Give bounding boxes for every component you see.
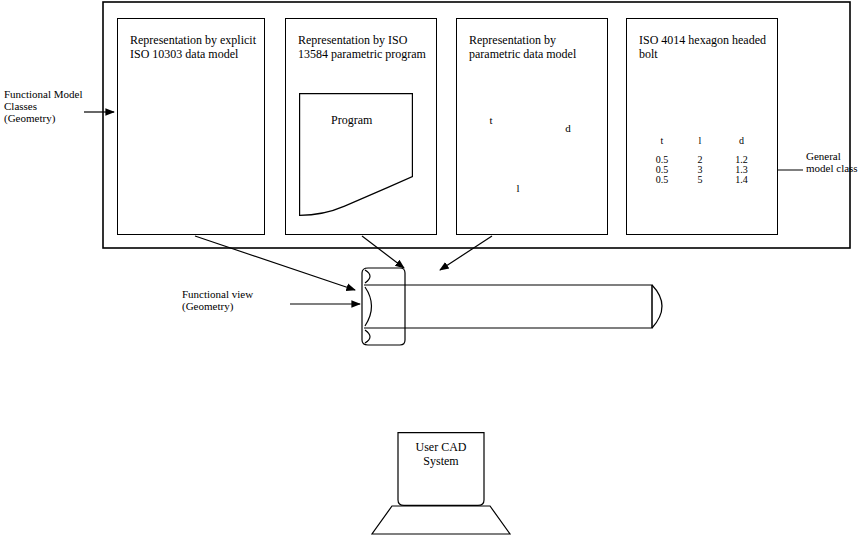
model-class-box: Representation by explicit ISO 10303 dat… [117,18,265,235]
table-cell: t [646,136,678,146]
node-text: Representation by ISO 13584 parametric p… [298,33,428,62]
dimension-label: t [487,114,495,126]
dimension-label: d [562,122,574,134]
table-cell: 3 [682,165,718,175]
table-cell: 1.3 [722,165,761,175]
table-cell: 0.5 [646,155,678,165]
annotation-label: Functional Model Classes (Geometry) [4,88,86,124]
laptop-screen: User CAD System [395,432,487,506]
hexagon-bolt [362,268,662,345]
annotation-label: Functional view (Geometry) [182,288,292,312]
table-cell: d [722,136,761,146]
outer-frame [103,2,850,248]
node-text: User CAD System [399,440,483,469]
table-cell: 2 [682,155,718,165]
model-class-box: ISO 4014 hexagon headed bolt [626,18,778,235]
table-cell: 0.5 [646,165,678,175]
dimension-label: l [512,182,524,194]
table-cell: 1.2 [722,155,761,165]
laptop-keyboard [372,506,510,534]
node-text: Representation by explicit ISO 10303 dat… [130,33,256,62]
pointer-arrow [290,303,360,304]
pointer-arrow [440,236,492,270]
model-class-box: Representation by parametric data model [456,18,608,235]
table-cell: 5 [682,175,718,185]
node-text: ISO 4014 hexagon headed bolt [639,33,769,62]
pointer-arrow [362,236,404,268]
pointer-arrow [195,236,355,290]
annotation-label: General model class [806,150,858,174]
program-outline [299,93,413,216]
model-class-box: Program Representation by ISO 13584 param… [285,18,437,235]
table-cell: 1.4 [722,175,761,185]
table-cell: l [682,136,718,146]
pointer-arrow [84,111,114,112]
program-box: Program [299,93,413,216]
node-text: Representation by parametric data model [469,33,599,62]
table-cell: 0.5 [646,175,678,185]
node-text: Program [331,113,405,127]
